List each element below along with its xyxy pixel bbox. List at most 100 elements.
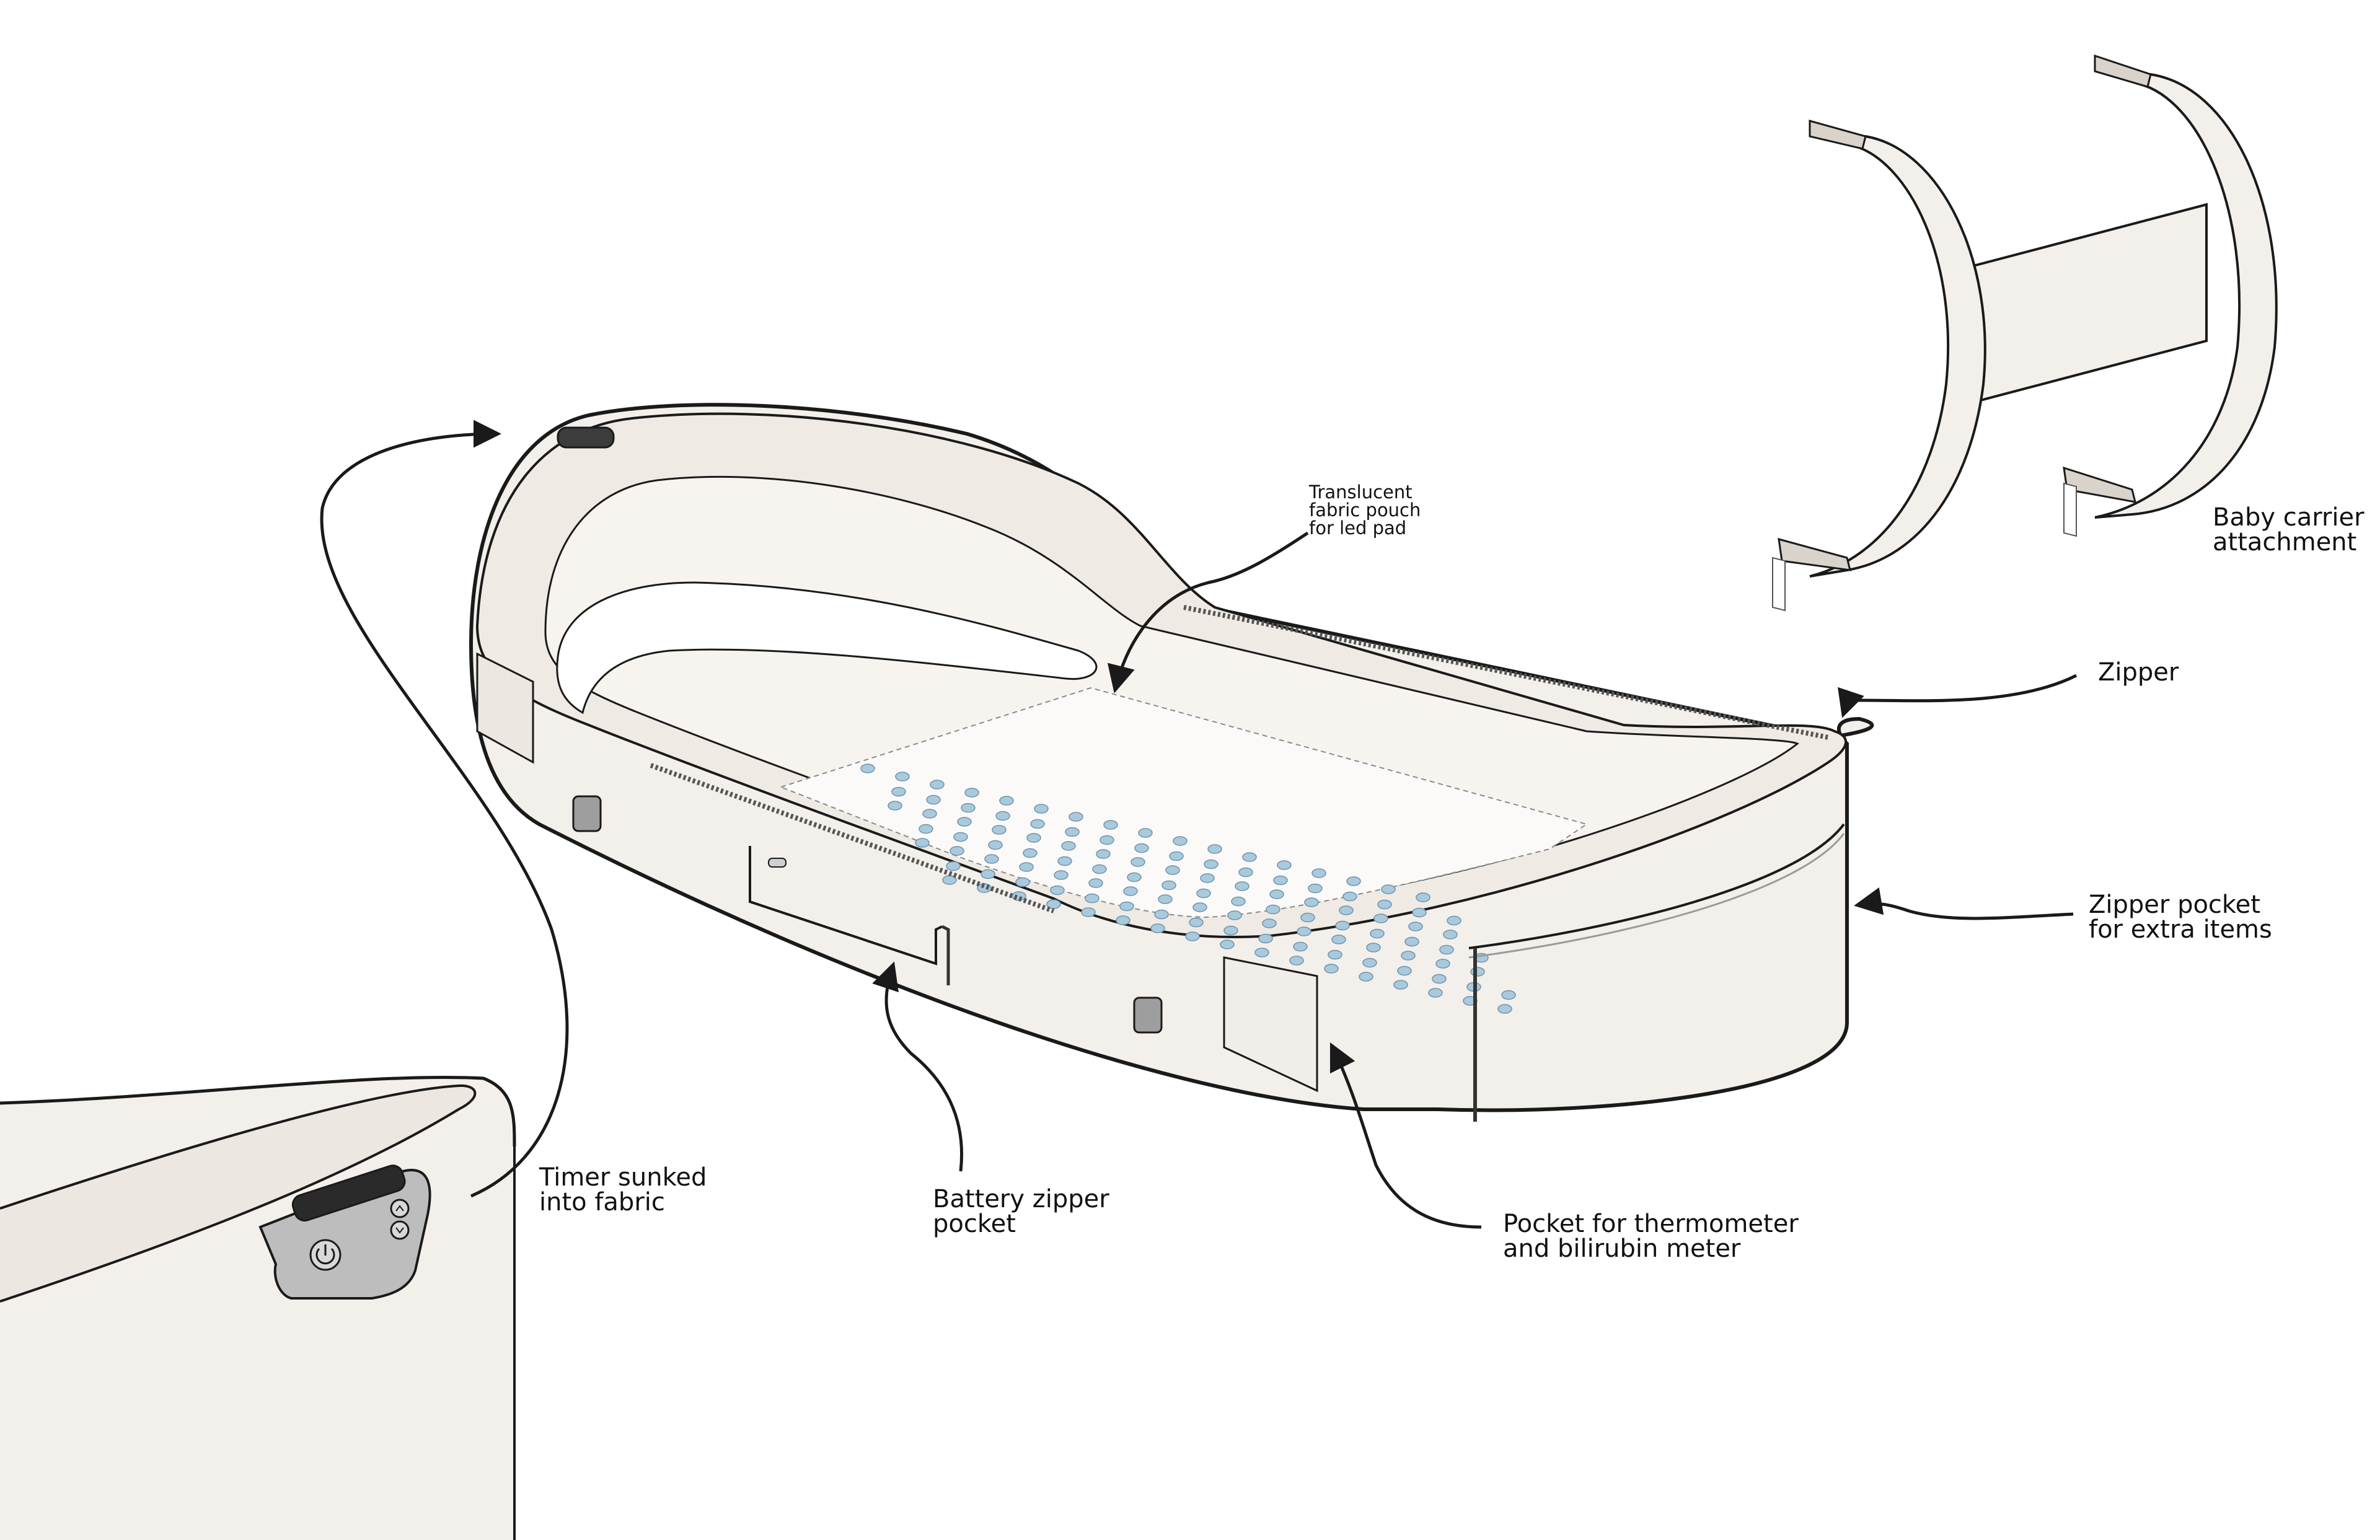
zipper-track-right [1183, 605, 1829, 740]
led-dot [1359, 972, 1373, 982]
label-battery-pocket: Battery zipper pocket [933, 1185, 1109, 1238]
led-dot [1339, 905, 1354, 915]
led-dot [957, 817, 972, 827]
timer-display [291, 1164, 406, 1222]
leader-zipper [1838, 674, 2078, 718]
led-dot [1342, 891, 1357, 902]
led-dot [1130, 857, 1145, 867]
led-dot [895, 772, 910, 781]
led-dot [891, 786, 906, 797]
led-dot [1269, 889, 1284, 899]
led-dot [988, 840, 1003, 850]
led-dot [1447, 915, 1461, 926]
baby-carrier-attachment [1772, 54, 2278, 612]
led-dot [1057, 856, 1072, 866]
led-dot [1366, 943, 1381, 953]
buckle-left [572, 795, 602, 832]
led-dot [1015, 877, 1030, 887]
led-dot [1161, 880, 1176, 891]
leader-thermometer [1329, 1042, 1482, 1229]
led-dot [1254, 948, 1269, 957]
carrier-crossbar [1970, 203, 2208, 405]
led-dot [1293, 941, 1308, 952]
led-dot [953, 832, 968, 842]
led-dot [1373, 913, 1388, 923]
carrier-strap-right-top [2094, 54, 2152, 88]
closeup-rim-edge [0, 1075, 516, 1147]
led-dot [1231, 896, 1246, 907]
led-dot [1328, 949, 1342, 960]
led-dot [1331, 935, 1346, 944]
power-icon[interactable] [309, 1239, 342, 1271]
led-dot [961, 803, 976, 813]
led-dot [1439, 944, 1454, 955]
led-dot [1030, 819, 1045, 829]
led-dot [919, 824, 933, 834]
zipper-track-left [650, 763, 1055, 913]
leader-battery [872, 961, 963, 1172]
led-dot [1134, 843, 1149, 853]
label-zipper: Zipper [2098, 658, 2179, 687]
up-arrow-icon[interactable] [390, 1199, 410, 1218]
led-dot [1189, 917, 1204, 928]
led-dot [1470, 967, 1485, 977]
leader-zipper-pocket [1854, 887, 2074, 920]
timer-closeup [0, 1075, 516, 1540]
led-dot [1050, 885, 1065, 895]
led-dot [1204, 859, 1219, 869]
led-dot [981, 869, 995, 879]
led-dot [1220, 939, 1235, 949]
led-dot [1412, 907, 1427, 918]
leader-led-pouch [1107, 531, 1309, 693]
led-dot [1138, 828, 1153, 838]
led-dot [1034, 804, 1049, 814]
battery-pocket-zipper [941, 925, 950, 985]
leader-timer [320, 420, 569, 1198]
zipper-pocket-seam [1468, 823, 1845, 949]
led-dot [1026, 833, 1041, 843]
label-thermometer-pocket: Pocket for thermometer and bilirubin met… [1503, 1210, 1799, 1263]
led-dot [1428, 988, 1443, 998]
led-dot [1370, 928, 1385, 939]
led-dot [1311, 868, 1326, 878]
label-timer: Timer sunked into fabric [539, 1163, 707, 1217]
led-dot [1432, 974, 1447, 984]
led-dot [1297, 926, 1311, 936]
led-dot [1381, 884, 1396, 894]
led-dot [1304, 897, 1319, 907]
led-dot [1262, 918, 1277, 928]
led-dot [926, 794, 941, 805]
led-dot [1416, 892, 1430, 902]
led-dot [922, 809, 937, 819]
led-dot [999, 796, 1014, 806]
led-dot [1088, 878, 1103, 888]
led-dot [1150, 923, 1165, 933]
led-dot [1443, 930, 1458, 939]
led-dot [995, 811, 1010, 821]
led-dot [888, 801, 902, 811]
carrier-band-right [2094, 73, 2278, 519]
led-dot [1119, 901, 1134, 912]
side-pocket-left [476, 652, 534, 764]
led-dot [1401, 951, 1416, 961]
timer-on-rim [557, 426, 615, 449]
led-dot [1192, 902, 1207, 912]
led-dot [1081, 907, 1096, 917]
led-dot [1377, 899, 1392, 910]
down-arrow-icon[interactable] [390, 1220, 410, 1240]
led-dot [1019, 862, 1034, 872]
led-dot [860, 763, 875, 773]
label-led-pouch: Translucent fabric pouch for led pad [1309, 482, 1421, 539]
led-dot [1127, 872, 1142, 882]
carrier-band-left [1809, 134, 1986, 578]
led-dot [1103, 820, 1118, 830]
led-dot [1023, 848, 1038, 858]
led-dot [1308, 883, 1323, 894]
led-dot [1227, 910, 1242, 920]
led-dot [1362, 957, 1377, 968]
bassinet [469, 403, 1874, 1122]
led-dot [1196, 888, 1211, 899]
label-zipper-pocket: Zipper pocket for extra items [2089, 891, 2272, 944]
buckle-right [1133, 997, 1163, 1034]
